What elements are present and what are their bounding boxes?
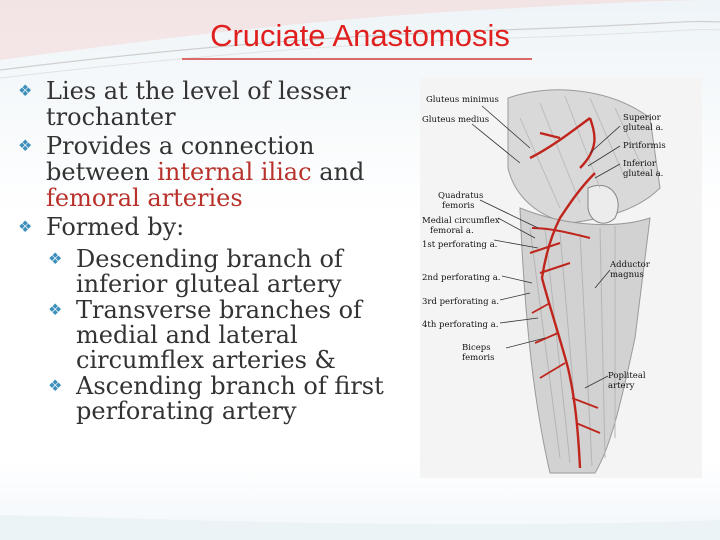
artery-path xyxy=(529,227,591,274)
label-biceps-femoris: Biceps xyxy=(462,343,491,353)
bullet-item: ❖ Provides a connection between internal … xyxy=(18,133,408,211)
thigh-muscle-mass xyxy=(519,207,651,474)
sub-bullet-item: ❖ Descending branch of inferior gluteal a… xyxy=(48,246,408,297)
bullet-text: Provides a connection between xyxy=(46,132,315,186)
label-superior-gluteal: gluteal a. xyxy=(623,123,663,133)
anatomy-illustration: Gluteus minimus Gluteus medius Superior … xyxy=(422,89,666,474)
sub-bullet-text: Transverse branches of medial and latera… xyxy=(76,296,362,374)
label-gluteus-minimus: Gluteus minimus xyxy=(426,95,499,105)
bullet-text: and xyxy=(311,158,365,186)
label-inferior-gluteal: gluteal a. xyxy=(623,169,663,179)
artery-path xyxy=(529,117,596,169)
label-2nd-perforating: 2nd perforating a. xyxy=(422,273,500,283)
anatomy-figure: Gluteus minimus Gluteus medius Superior … xyxy=(420,78,702,478)
leader-lines xyxy=(471,105,621,389)
sub-bullet-text: Descending branch of inferior gluteal ar… xyxy=(76,245,343,298)
label-superior-gluteal: Superior xyxy=(623,113,662,123)
bullet-list: ❖Lies at the level of lesser trochanter … xyxy=(18,78,408,424)
page-title: Cruciate Anastomosis xyxy=(210,18,510,53)
label-4th-perforating: 4th perforating a. xyxy=(422,320,498,330)
bullet-item: ❖ Formed by: xyxy=(18,214,408,240)
bullet-text: Formed by: xyxy=(46,213,185,241)
bullet-icon: ❖ xyxy=(18,81,33,100)
bullet-icon: ❖ xyxy=(48,249,63,268)
label-popliteal-artery: Popliteal xyxy=(608,371,646,381)
artery-path xyxy=(540,172,596,279)
title-underline xyxy=(182,58,532,60)
femur-head-shape xyxy=(587,184,619,224)
label-medial-circumflex: Medial circumflex xyxy=(422,216,500,226)
label-adductor-magnus: magnus xyxy=(610,270,644,280)
artery-path xyxy=(531,302,601,434)
label-quadratus-femoris: femoris xyxy=(442,201,475,211)
bullet-icon: ❖ xyxy=(18,217,33,236)
label-3rd-perforating: 3rd perforating a. xyxy=(422,297,499,307)
muscle-fiber-lines xyxy=(529,226,616,467)
label-gluteus-medius: Gluteus medius xyxy=(422,115,489,125)
label-1st-perforating: 1st perforating a. xyxy=(422,240,497,250)
bullet-icon: ❖ xyxy=(48,300,63,319)
label-adductor-magnus: Adductor xyxy=(609,260,651,270)
emphasis-text: femoral arteries xyxy=(46,184,243,212)
bullet-item: ❖ Lies at the level of lesser trochanter xyxy=(18,78,408,130)
label-piriformis: Piriformis xyxy=(623,141,666,151)
sub-bullet-item: ❖ Transverse branches of medial and later… xyxy=(48,297,408,373)
artery-path xyxy=(540,277,582,469)
muscle-fiber-lines-upper xyxy=(519,95,646,209)
label-medial-circumflex: femoral a. xyxy=(430,226,474,236)
sub-bullet-item: ❖ Ascending branch of first perforating a… xyxy=(48,373,408,424)
label-biceps-femoris: femoris xyxy=(462,353,495,363)
label-quadratus-femoris: Quadratus xyxy=(438,191,483,201)
bullet-icon: ❖ xyxy=(18,136,33,155)
bullet-icon: ❖ xyxy=(48,376,63,395)
bullet-text: Lies at the level of lesser trochanter xyxy=(46,77,351,131)
sub-bullet-text: Ascending branch of first perforating ar… xyxy=(76,372,384,425)
label-inferior-gluteal: Inferior xyxy=(623,159,657,169)
label-popliteal-artery: artery xyxy=(608,381,635,391)
emphasis-text: internal iliac xyxy=(157,158,312,186)
